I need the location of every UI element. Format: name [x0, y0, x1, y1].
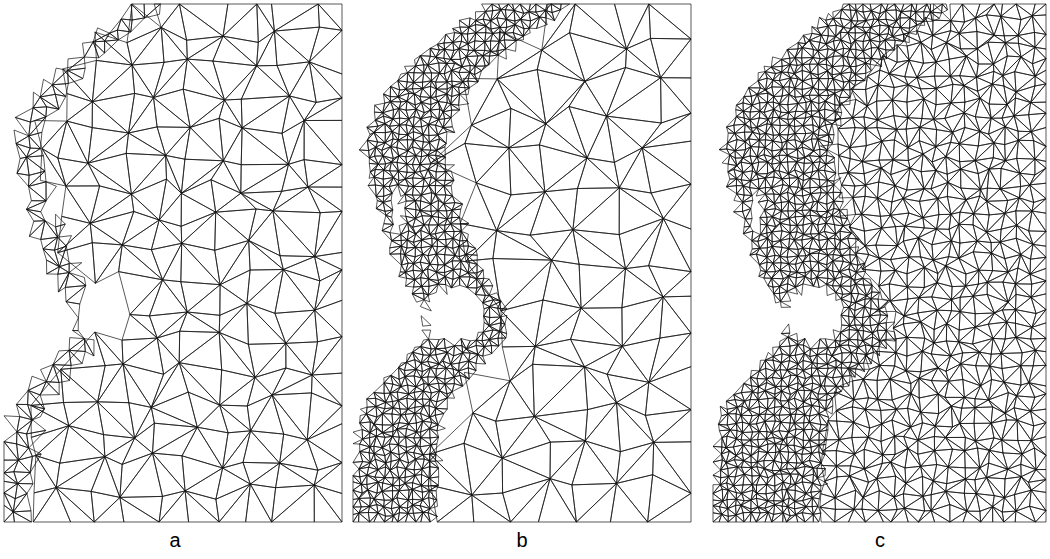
- triangle-mesh: [820, 4, 1046, 522]
- triangle-mesh: [4, 4, 160, 522]
- triangle-mesh: [430, 4, 691, 522]
- panel-label: c: [875, 528, 885, 552]
- panel-label: b: [516, 528, 527, 552]
- panel-label: a: [169, 528, 180, 552]
